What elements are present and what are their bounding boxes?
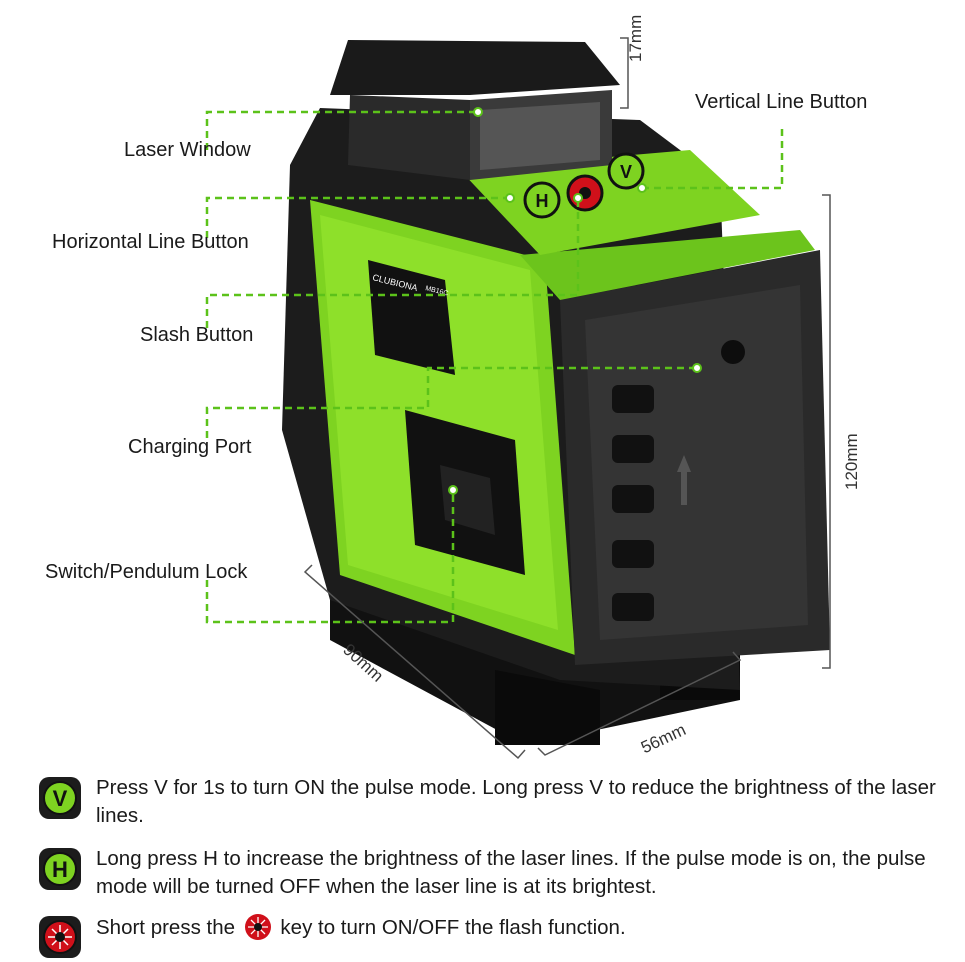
device-body (282, 108, 830, 690)
flash-inline-icon (244, 914, 271, 940)
callout-slash-button: Slash Button (140, 324, 254, 346)
h-key-icon: H (39, 848, 81, 890)
h-key (523, 181, 561, 219)
dim-label-top: 17mm (626, 14, 645, 62)
laser-level-illustration: CLUBIONA MB16C H V (205, 37, 831, 760)
instruction-v-text: Press V for 1s to turn ON the pulse mode… (96, 776, 936, 827)
leader-vertical-button (642, 125, 784, 190)
leader-laser-window (205, 110, 475, 150)
dim-label-height: 120mm (842, 433, 861, 490)
v-icon-letter: V (53, 786, 68, 811)
callout-charging-port: Charging Port (128, 436, 252, 458)
dimension-lines (303, 37, 831, 760)
laser-window-cap (330, 40, 620, 180)
dim-line-depth (303, 564, 526, 760)
flash-text-before: Short press the (96, 916, 236, 939)
dim-line-top (620, 37, 629, 109)
flash-text-after: key to turn ON/OFF the flash function. (280, 916, 626, 939)
dim-line-height (822, 194, 831, 669)
pendulum-lock-switch (405, 410, 525, 575)
leader-lines (205, 110, 784, 624)
v-key-icon: V (39, 777, 81, 819)
v-key (607, 152, 645, 190)
callout-switch-pendulum-lock: Switch/Pendulum Lock (45, 561, 248, 583)
h-key-letter: H (536, 191, 549, 211)
callout-laser-window: Laser Window (124, 139, 251, 161)
callout-horizontal-line-button: Horizontal Line Button (52, 231, 249, 253)
leader-dots (448, 107, 702, 495)
callout-vertical-line-button: Vertical Line Button (695, 91, 868, 113)
v-key-letter: V (620, 162, 632, 182)
leader-switch (205, 490, 455, 624)
flash-key-icon (39, 916, 81, 958)
product-figure: CLUBIONA MB16C H V (45, 14, 868, 760)
dim-line-width (537, 651, 742, 756)
leader-slash-button (205, 198, 580, 328)
instruction-h-text: Long press H to increase the brightness … (96, 847, 926, 898)
product-label: CLUBIONA MB16C (368, 260, 455, 375)
instruction-flash-text: Short press the key to turn ON/OFF the f… (96, 913, 965, 942)
h-icon-letter: H (52, 857, 68, 882)
leader-horizontal-button (205, 196, 510, 238)
